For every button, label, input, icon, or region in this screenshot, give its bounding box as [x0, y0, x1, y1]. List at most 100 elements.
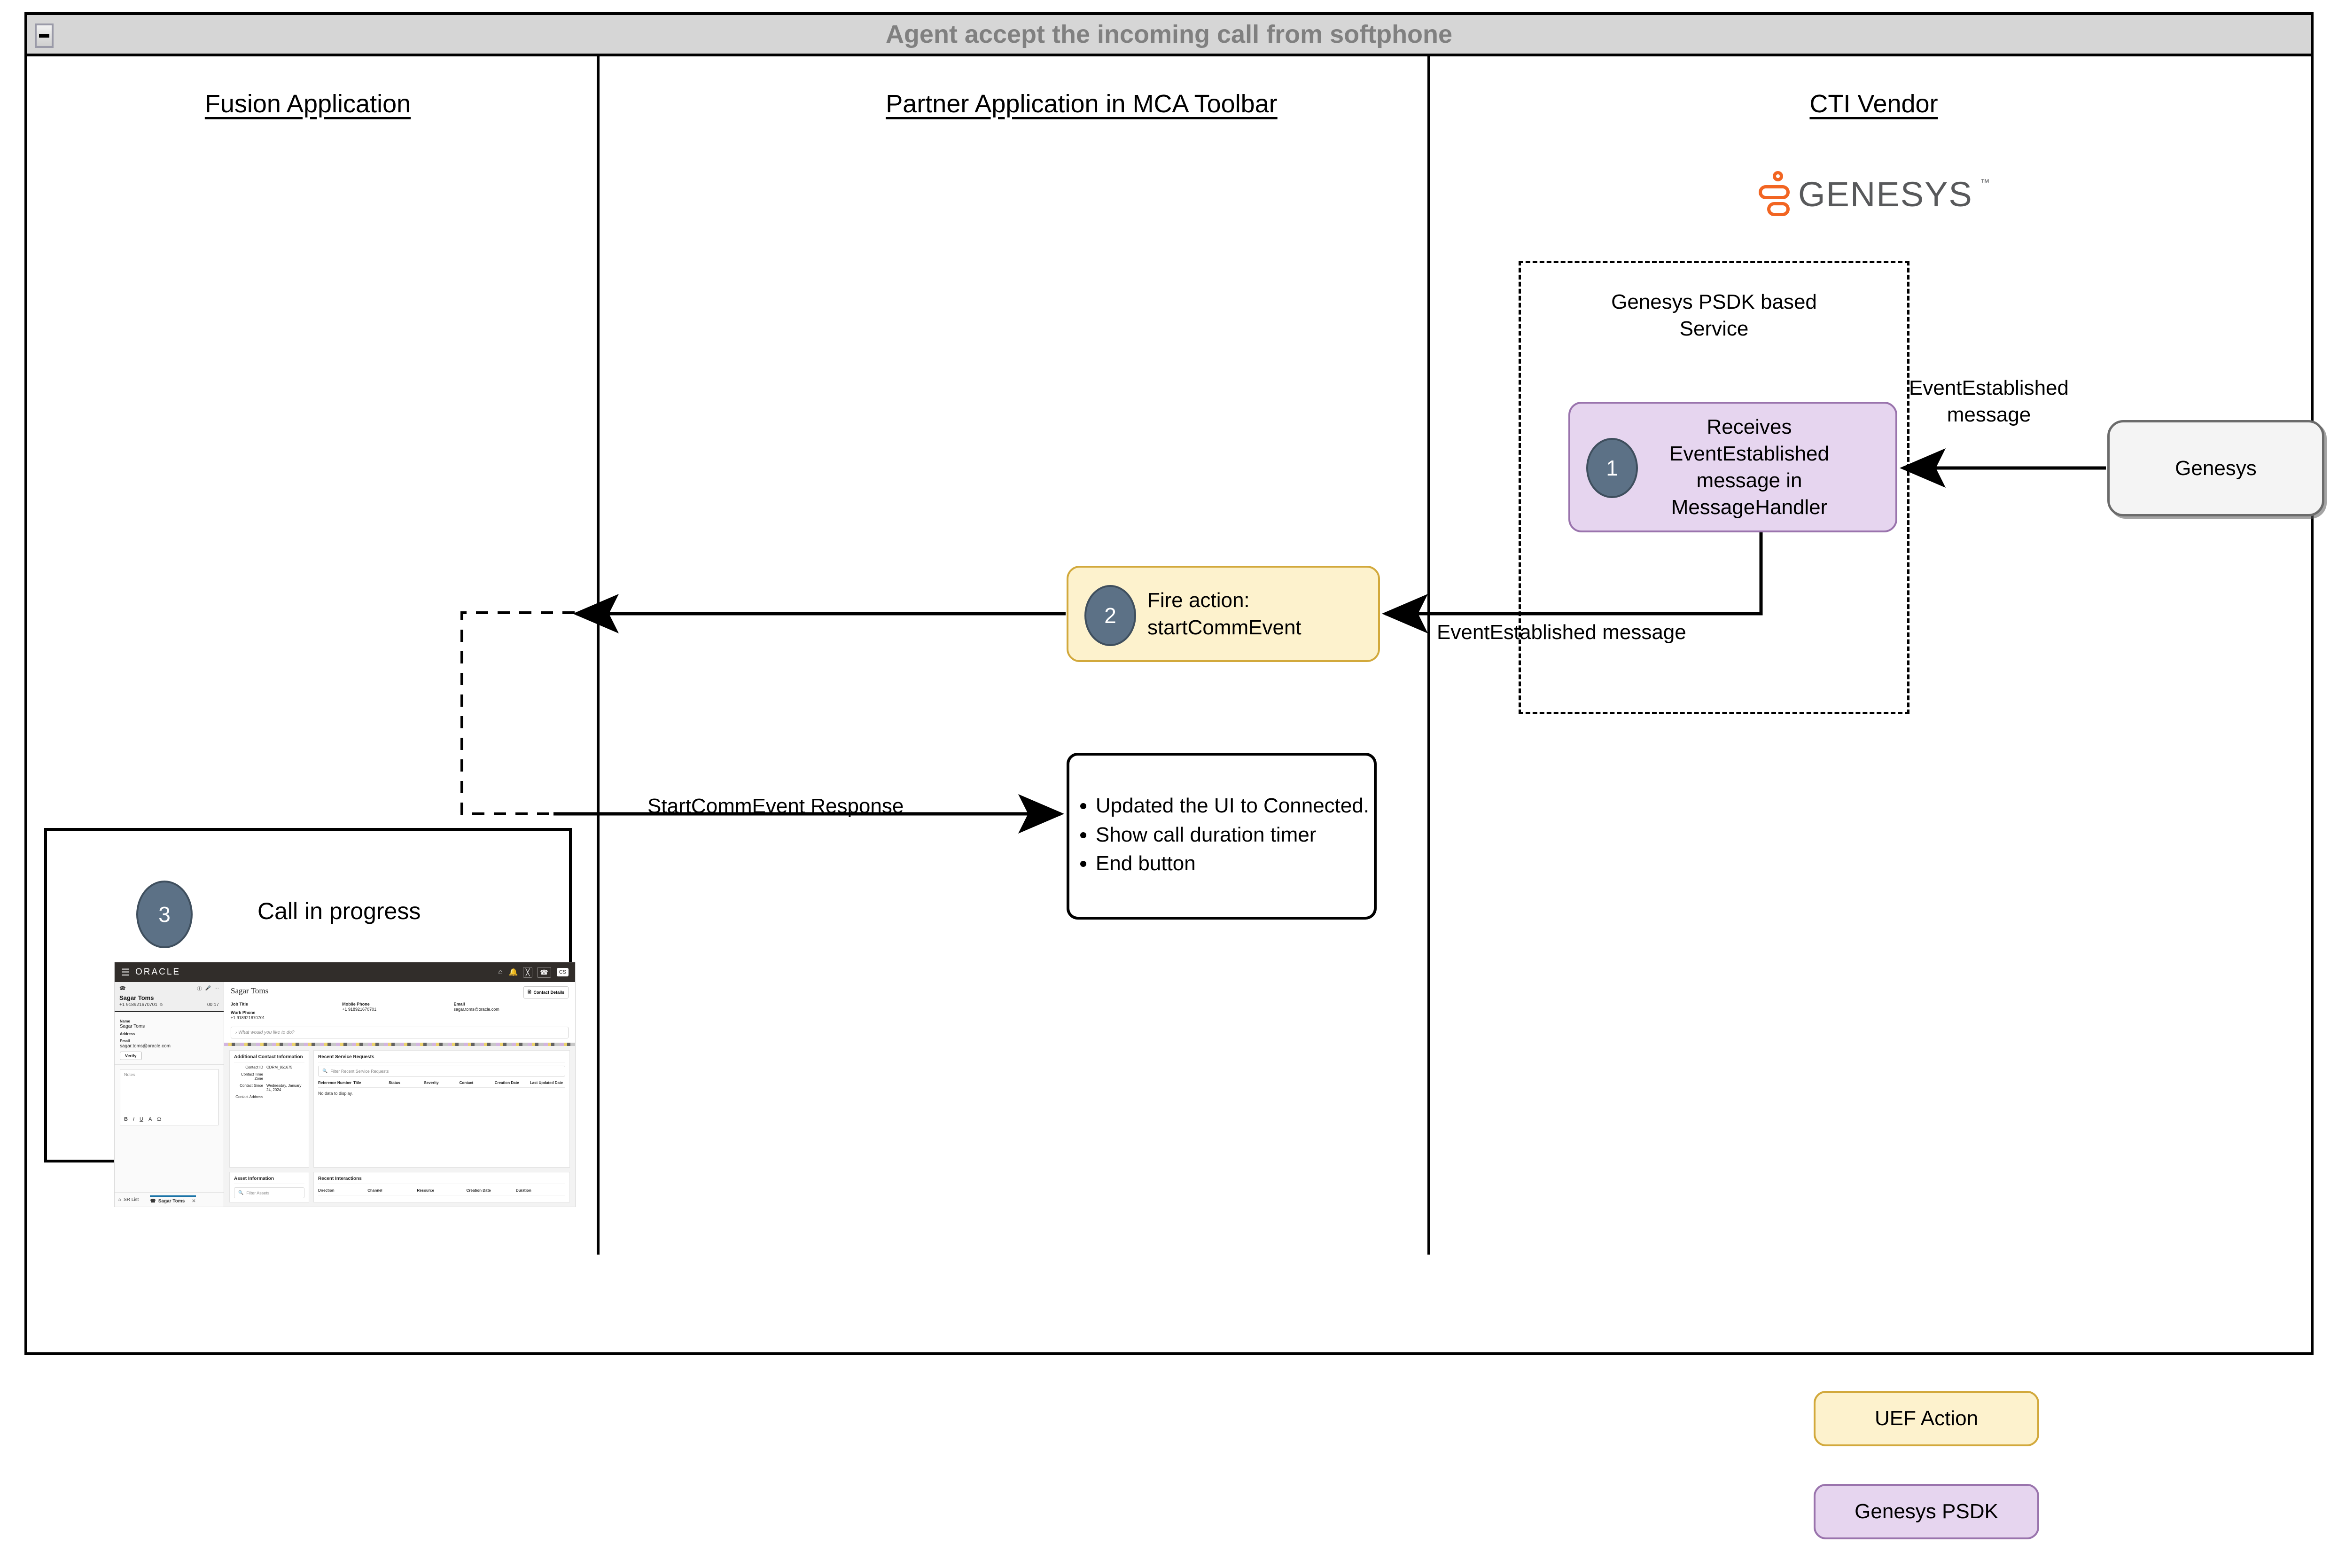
column-header[interactable]: Last Updated Date	[530, 1081, 563, 1085]
ask-input[interactable]: › What would you like to do?	[231, 1027, 569, 1038]
bold-icon[interactable]: B	[124, 1116, 128, 1122]
list-item: Show call duration timer	[1096, 822, 1369, 848]
verify-button[interactable]: Verify	[120, 1052, 142, 1060]
active-call-header: ☎ ⓘ 🎤 ⋯ Sagar Toms +1 918921670701 ☺ 00:…	[115, 982, 224, 1012]
bell-icon[interactable]: 🔔	[508, 968, 518, 976]
notes-toolbar[interactable]: B I U A Ω	[124, 1116, 161, 1122]
home-icon[interactable]: ⌂	[498, 968, 503, 976]
node-genesys-source-label: Genesys	[2175, 456, 2257, 480]
notes-editor[interactable]: Notes B I U A Ω	[120, 1069, 218, 1125]
recent-service-requests-pane: Recent Service Requests 🔍 Filter Recent …	[313, 1050, 570, 1168]
edge-label-start-comm-response: StartCommEvent Response	[647, 795, 904, 818]
empty-state-text: No data to display.	[318, 1091, 353, 1096]
embedded-oracle-screenshot[interactable]: ☰ ORACLE ⌂ 🔔 ╳ ☎ CS ☎ ⓘ 🎤	[114, 962, 576, 1207]
legend-uef-action: UEF Action	[1814, 1391, 2039, 1446]
column-header[interactable]: Duration	[515, 1188, 531, 1193]
column-header[interactable]: Status	[389, 1081, 400, 1085]
column-header[interactable]: Resource	[417, 1188, 434, 1193]
step-badge-1: 1	[1586, 438, 1638, 498]
tab-sagar-toms[interactable]: ☎ Sagar Toms ✕	[150, 1195, 196, 1204]
search-icon: 🔍	[322, 1069, 328, 1073]
field-value: +1 918921670701	[342, 1007, 377, 1012]
pane-title: Recent Service Requests	[318, 1054, 565, 1062]
column-header[interactable]: Reference Number	[318, 1081, 352, 1085]
column-header[interactable]: Channel	[367, 1188, 382, 1193]
tab-label: Sagar Toms	[158, 1199, 185, 1204]
lane-divider-partner-cti	[1427, 56, 1430, 1255]
contact-title: Sagar Toms	[231, 986, 269, 995]
home-icon: ⌂	[118, 1197, 122, 1202]
column-header[interactable]: Creation Date	[494, 1081, 519, 1085]
minimize-icon[interactable]	[35, 23, 54, 48]
column-header[interactable]: Severity	[424, 1081, 439, 1085]
additional-contact-information-pane: Additional Contact Information Contact I…	[229, 1050, 309, 1168]
avatar[interactable]: CS	[556, 968, 569, 976]
column-header[interactable]: Creation Date	[466, 1188, 491, 1193]
oracle-brand: ORACLE	[135, 967, 181, 977]
field-value: Wednesday, January 24, 2024	[266, 1084, 302, 1092]
panes-row-1: Additional Contact Information Contact I…	[224, 1046, 575, 1172]
underline-icon[interactable]: U	[140, 1116, 143, 1122]
recent-interactions-pane: Recent Interactions Direction Channel Re…	[313, 1172, 570, 1202]
field-value: Sagar Toms	[120, 1024, 145, 1029]
node-step-1-text: Receives EventEstablished message in Mes…	[1669, 415, 1829, 519]
field-label: Contact ID	[245, 1065, 263, 1069]
field-value	[266, 1072, 304, 1081]
filter-assets-input[interactable]: 🔍 Filter Assets	[234, 1187, 304, 1198]
asset-information-pane: Asset Information 🔍 Filter Assets	[229, 1172, 309, 1202]
italic-icon[interactable]: I	[132, 1116, 135, 1122]
lane-header-partner: Partner Application in MCA Toolbar	[886, 90, 1278, 118]
service-requests-table-header: Reference Number Title Status Severity C…	[318, 1081, 565, 1088]
close-icon[interactable]: ✕	[192, 1199, 196, 1204]
tab-sr-list[interactable]: ⌂ SR List	[118, 1197, 139, 1202]
text-color-icon[interactable]: A	[148, 1116, 152, 1122]
special-char-icon[interactable]: Ω	[157, 1116, 161, 1122]
node-ui-updates[interactable]: Updated the UI to Connected. Show call d…	[1067, 753, 1377, 920]
genesys-logo: GENESYS ™	[1759, 171, 1990, 217]
column-header[interactable]: Contact	[459, 1081, 474, 1085]
edge-label-psdk-to-partner: EventEstablished message	[1437, 621, 1686, 644]
genesys-wordmark: GENESYS	[1798, 174, 1973, 214]
mic-icon[interactable]: 🎤	[205, 986, 211, 991]
call-contact-name: Sagar Toms	[119, 994, 154, 1001]
ask-placeholder: What would you like to do?	[238, 1030, 295, 1035]
pane-title: Additional Contact Information	[234, 1054, 304, 1062]
field-value: CDRM_951675	[266, 1065, 293, 1069]
node-step-1[interactable]: Receives EventEstablished message in Mes…	[1568, 402, 1897, 532]
field-value	[266, 1095, 304, 1099]
field-label: Email	[120, 1039, 130, 1043]
list-item: End button	[1096, 850, 1369, 876]
field-label: Contact Since	[240, 1084, 263, 1088]
menu-icon[interactable]: ☰	[121, 967, 130, 978]
info-icon[interactable]: ⓘ	[197, 987, 202, 992]
phone-icon[interactable]: ☎	[537, 967, 551, 978]
step-badge-2: 2	[1084, 585, 1136, 646]
window-title: Agent accept the incoming call from soft…	[885, 20, 1453, 48]
contact-details-label: Contact Details	[533, 990, 564, 995]
contact-details-button[interactable]: 🖹 Contact Details	[523, 986, 569, 999]
edge-label-genesys-to-psdk: EventEstablished message	[1909, 376, 2069, 427]
node-genesys-source[interactable]: Genesys	[2107, 420, 2324, 516]
field-value: +1 918921670701	[231, 1015, 265, 1020]
user-transfer-icon[interactable]: ╳	[522, 967, 533, 978]
field-label: Work Phone	[231, 1010, 256, 1015]
oracle-topbar: ☰ ORACLE ⌂ 🔔 ╳ ☎ CS	[115, 962, 575, 982]
node-step-2-text: Fire action: startCommEvent	[1147, 589, 1301, 639]
legend-label: Genesys PSDK	[1855, 1500, 1998, 1523]
field-label: Name	[120, 1019, 130, 1023]
panes-row-2: Asset Information 🔍 Filter Assets Recent…	[224, 1172, 575, 1207]
tab-label: SR List	[124, 1197, 139, 1202]
pane-title: Asset Information	[234, 1176, 304, 1184]
pane-title: Recent Interactions	[318, 1176, 565, 1184]
filter-service-requests-input[interactable]: 🔍 Filter Recent Service Requests	[318, 1066, 565, 1077]
more-icon[interactable]: ⋯	[214, 986, 219, 991]
column-header[interactable]: Title	[353, 1081, 361, 1085]
field-label: Address	[120, 1032, 135, 1036]
filter-placeholder: Filter Assets	[246, 1190, 270, 1195]
field-label: Contact Address	[235, 1095, 263, 1099]
column-header[interactable]: Direction	[318, 1188, 335, 1193]
lane-divider-fusion-partner	[597, 56, 600, 1255]
oracle-body: ☎ ⓘ 🎤 ⋯ Sagar Toms +1 918921670701 ☺ 00:…	[115, 982, 575, 1207]
search-icon: 🔍	[238, 1190, 244, 1195]
